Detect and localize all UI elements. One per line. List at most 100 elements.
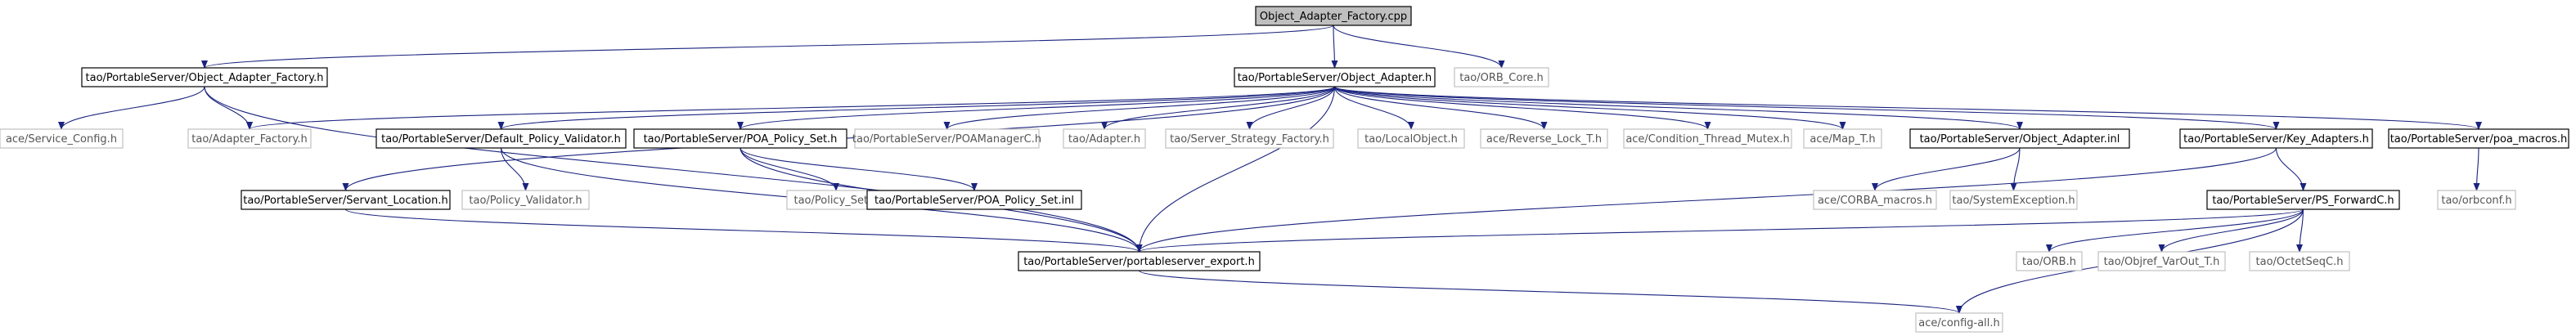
- node-ace-reverse-lock-t-h: ace/Reverse_Lock_T.h: [1480, 128, 1608, 149]
- node-box: [1813, 190, 1937, 210]
- node-box: [866, 190, 1082, 210]
- node-tao-portableserver-servant-location-h[interactable]: tao/PortableServer/Servant_Location.h: [241, 190, 451, 210]
- node-ace-map-t-h: ace/Map_T.h: [1803, 128, 1882, 149]
- node-box: [461, 190, 590, 210]
- node-box: [854, 128, 1040, 149]
- node-object-adapter-factory-cpp[interactable]: Object_Adapter_Factory.cpp: [1255, 6, 1412, 26]
- edge-n24-to-n28: [2158, 208, 2304, 253]
- node-tao-orb-core-h: tao/ORB_Core.h: [1454, 67, 1549, 87]
- node-box: [2016, 251, 2083, 271]
- edge-n7-to-n21: [740, 147, 978, 191]
- node-label: tao/PortableServer/POAManagerC.h: [852, 133, 1041, 146]
- node-box: [1063, 128, 1146, 149]
- node-label: tao/orbconf.h: [2441, 195, 2511, 207]
- edge-n1-to-n26: [204, 86, 1143, 253]
- node-tao-portableserver-key-adapters-h[interactable]: tao/PortableServer/Key_Adapters.h: [2179, 128, 2373, 149]
- node-box: [81, 67, 328, 87]
- node-tao-adapter-h: tao/Adapter.h: [1063, 128, 1146, 149]
- node-label: tao/PortableServer/Object_Adapter.inl: [1920, 133, 2120, 146]
- node-box: [375, 128, 627, 149]
- node-ace-corba-macros-h: ace/CORBA_macros.h: [1813, 190, 1937, 210]
- edge-n2-to-n26: [1135, 86, 1336, 253]
- node-tao-policy-validator-h: tao/Policy_Validator.h: [461, 190, 590, 210]
- node-box: [2206, 190, 2400, 210]
- node-box: [187, 128, 312, 149]
- node-box: [0, 128, 124, 149]
- node-box: [1949, 190, 2078, 210]
- node-label: tao/PortableServer/portableserver_export…: [1023, 256, 1255, 268]
- node-label: tao/PortableServer/PS_ForwardC.h: [2212, 195, 2394, 207]
- node-tao-portableserver-poamanagerc-h: tao/PortableServer/POAManagerC.h: [852, 128, 1041, 149]
- node-tao-portableserver-poa-macros-h[interactable]: tao/PortableServer/poa_macros.h: [2388, 128, 2569, 149]
- edge-n2-to-n12: [1333, 86, 1548, 130]
- node-label: ace/Reverse_Lock_T.h: [1486, 133, 1602, 146]
- node-box: [1165, 128, 1334, 149]
- edge-n15-to-n22: [1872, 147, 2021, 191]
- edge-n0-to-n2: [1331, 25, 1338, 69]
- node-tao-objref-varout-t-h: tao/Objref_VarOut_T.h: [2097, 251, 2226, 271]
- edge-n2-to-n10: [1246, 86, 1336, 130]
- node-tao-portableserver-object-adapter-factory-h[interactable]: tao/PortableServer/Object_Adapter_Factor…: [81, 67, 328, 87]
- edge-n16-to-n24: [2275, 147, 2307, 191]
- node-label: tao/Server_Strategy_Factory.h: [1170, 133, 1329, 146]
- node-tao-octetseqc-h: tao/OctetSeqC.h: [2249, 251, 2350, 271]
- edge-n2-to-n8: [943, 86, 1336, 130]
- edge-n7-to-n20: [740, 147, 839, 191]
- node-label: tao/PortableServer/Object_Adapter_Factor…: [86, 72, 324, 84]
- node-label: tao/Adapter_Factory.h: [191, 133, 307, 146]
- node-label: tao/ORB_Core.h: [1459, 72, 1544, 84]
- node-label: tao/PortableServer/Object_Adapter.h: [1238, 72, 1432, 84]
- edge-n15-to-n23: [2010, 147, 2021, 191]
- edge-n24-to-n29: [2296, 208, 2304, 253]
- edge-n6-to-n19: [500, 147, 529, 191]
- edge-n2-to-n9: [1101, 86, 1336, 130]
- node-ace-service-config-h: ace/Service_Config.h: [0, 128, 124, 149]
- edge-n2-to-n5: [246, 86, 1336, 130]
- node-box: [1915, 312, 2003, 333]
- edge-n2-to-n13: [1333, 86, 1711, 130]
- node-tao-portableserver-object-adapter-inl[interactable]: tao/PortableServer/Object_Adapter.inl: [1909, 128, 2130, 149]
- node-label: ace/CORBA_macros.h: [1818, 195, 1932, 207]
- node-box: [1255, 6, 1412, 26]
- node-box: [1909, 128, 2130, 149]
- edge-n2-to-n6: [497, 86, 1336, 130]
- node-label: tao/SystemException.h: [1952, 195, 2075, 207]
- node-label: tao/OctetSeqC.h: [2256, 256, 2344, 268]
- node-label: Object_Adapter_Factory.cpp: [1260, 11, 1407, 23]
- edge-n0-to-n1: [201, 25, 1334, 69]
- node-box: [1234, 67, 1436, 87]
- node-tao-portableserver-poa-policy-set-inl[interactable]: tao/PortableServer/POA_Policy_Set.inl: [866, 190, 1082, 210]
- edge-n1-to-n5: [204, 86, 253, 130]
- node-box: [1018, 251, 1261, 271]
- edges-layer: [58, 25, 2482, 314]
- node-tao-adapter-factory-h: tao/Adapter_Factory.h: [187, 128, 312, 149]
- node-tao-portableserver-default-policy-validator-h[interactable]: tao/PortableServer/Default_Policy_Valida…: [375, 128, 627, 149]
- edge-n18-to-n26: [344, 208, 1143, 253]
- edge-n16-to-n26: [1135, 147, 2277, 253]
- node-label: tao/ORB.h: [2022, 256, 2076, 268]
- node-box: [1454, 67, 1549, 87]
- node-tao-portableserver-portableserver-export-h[interactable]: tao/PortableServer/portableserver_export…: [1018, 251, 1261, 271]
- node-box: [2249, 251, 2350, 271]
- node-tao-orb-h: tao/ORB.h: [2016, 251, 2083, 271]
- node-label: ace/Map_T.h: [1809, 133, 1875, 146]
- node-box: [1480, 128, 1608, 149]
- edge-n2-to-n16: [1333, 86, 2280, 130]
- edge-n2-to-n15: [1333, 86, 2023, 130]
- node-tao-portableserver-poa-policy-set-h[interactable]: tao/PortableServer/POA_Policy_Set.h: [633, 128, 847, 149]
- edge-n0-to-n3: [1333, 25, 1505, 69]
- node-ace-config-all-h: ace/config-all.h: [1915, 312, 2003, 333]
- node-label: tao/PortableServer/Default_Policy_Valida…: [381, 133, 621, 146]
- edge-n26-to-n30: [1138, 270, 1962, 314]
- node-tao-localobject-h: tao/LocalObject.h: [1357, 128, 1465, 149]
- node-box: [2388, 128, 2569, 149]
- node-box: [633, 128, 847, 149]
- edge-n17-to-n25: [2473, 147, 2480, 191]
- node-tao-portableserver-object-adapter-h[interactable]: tao/PortableServer/Object_Adapter.h: [1234, 67, 1436, 87]
- node-tao-policy-set-h: tao/Policy_Set.h: [786, 190, 886, 210]
- node-label: tao/Policy_Validator.h: [469, 195, 582, 207]
- node-tao-orbconf-h: tao/orbconf.h: [2437, 190, 2516, 210]
- node-tao-portableserver-ps-forwardc-h[interactable]: tao/PortableServer/PS_ForwardC.h: [2206, 190, 2400, 210]
- nodes-layer: Object_Adapter_Factory.cpp tao/PortableSe…: [0, 6, 2569, 333]
